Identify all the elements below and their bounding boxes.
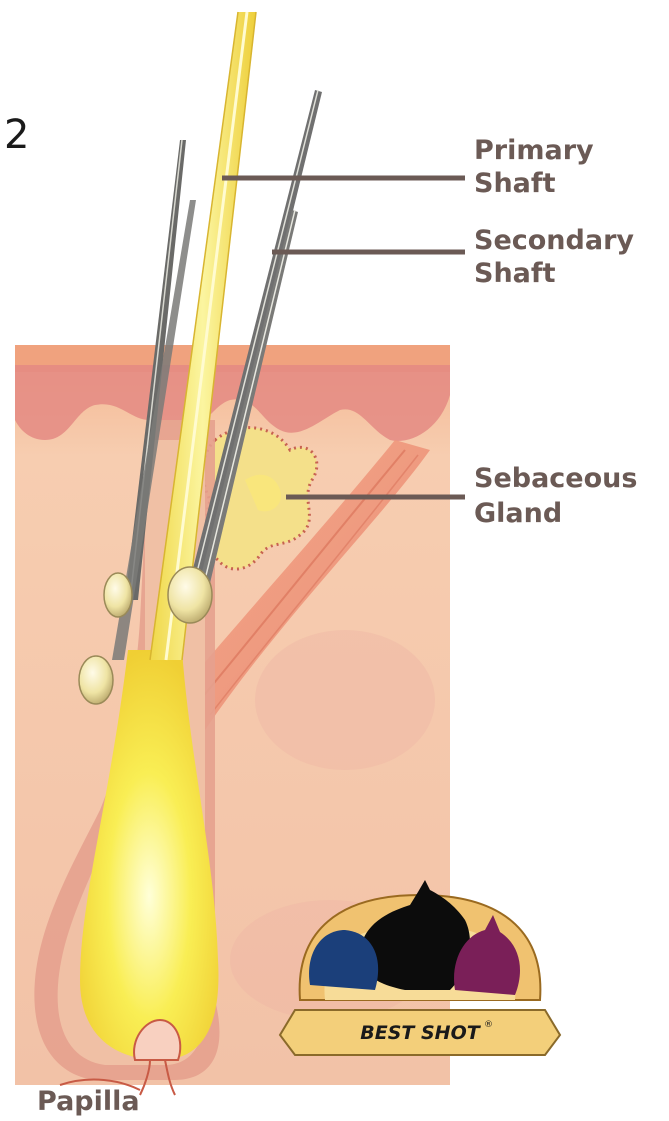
secondary-shaft-label-line2: Shaft [474,258,556,290]
secondary-shaft-label-line1: Secondary [474,225,634,257]
logo-registered-mark: ® [484,1020,493,1030]
papilla-label: Papilla [37,1086,140,1118]
panel-number: 2 [4,113,29,157]
sebaceous-gland-label-line1: Sebaceous [474,463,637,495]
sebaceous-gland-label-line2: Gland [474,498,562,530]
primary-shaft-label-line1: Primary [474,135,594,167]
logo-text: BEST SHOT [360,1022,481,1044]
primary-shaft-label-line2: Shaft [474,168,556,200]
